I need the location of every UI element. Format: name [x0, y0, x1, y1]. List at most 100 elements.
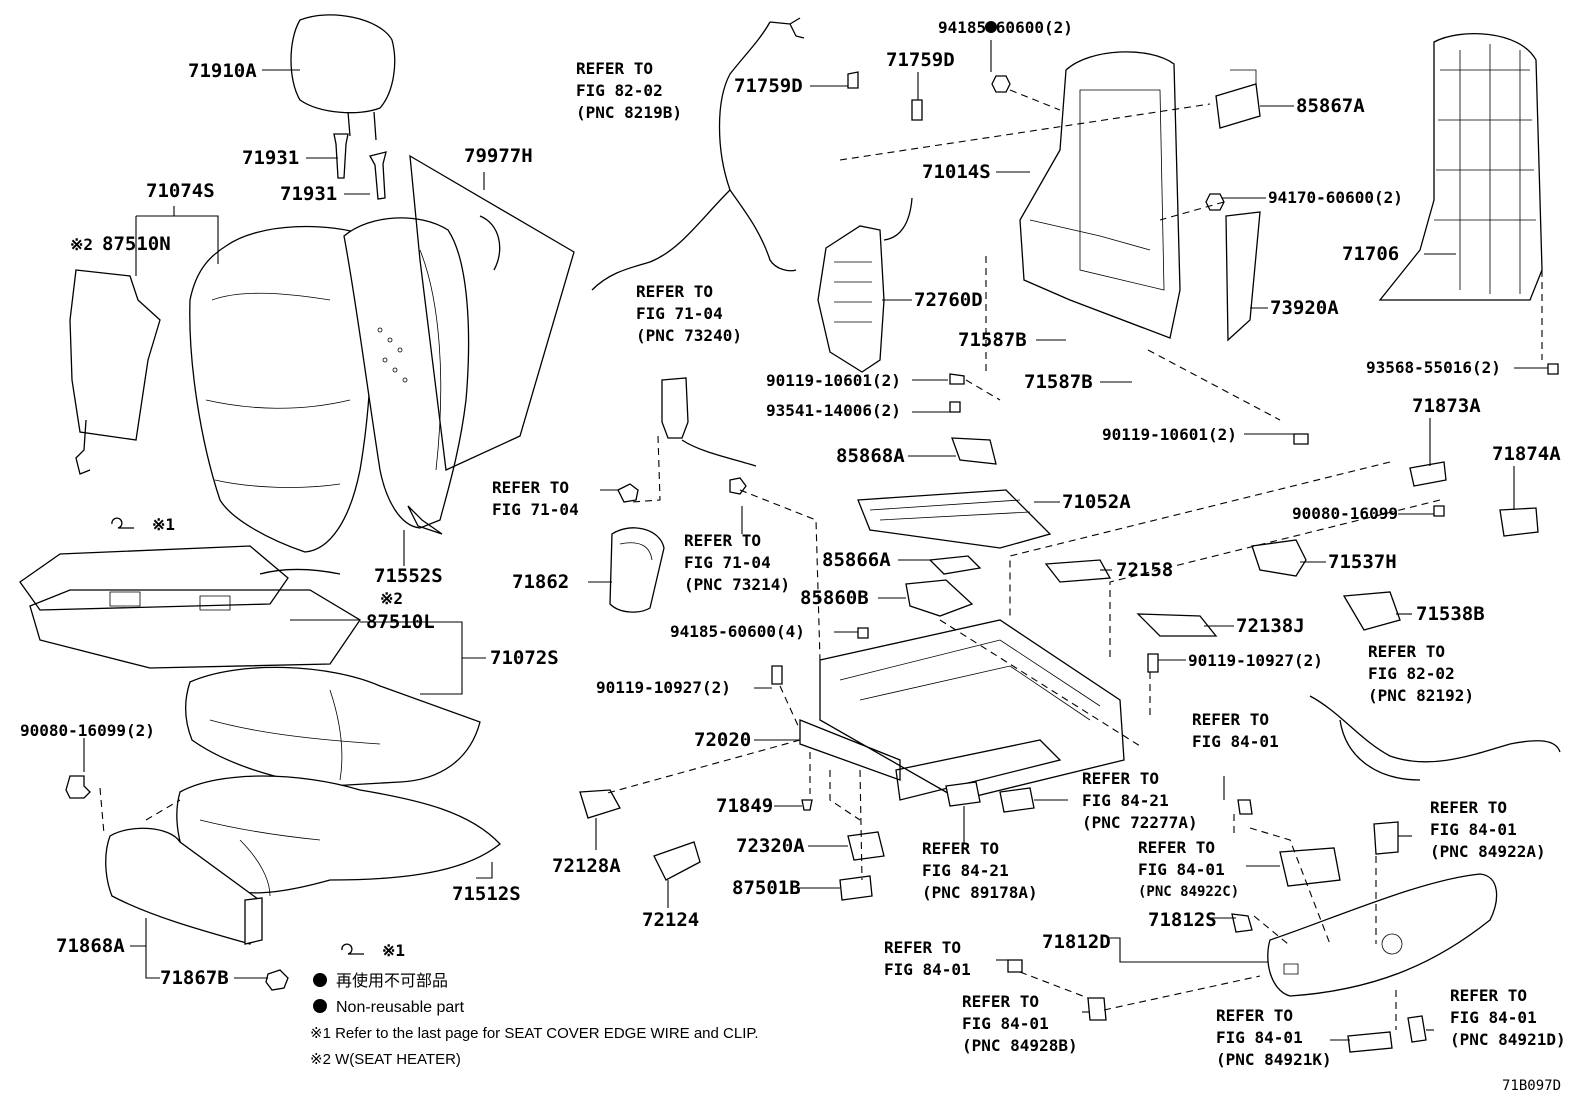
legend-note-2: ※2 W(SEAT HEATER)	[310, 1051, 461, 1068]
label-71706: 71706	[1342, 243, 1399, 265]
cover-72138j-drawing	[1136, 613, 1218, 637]
label-72760D: 72760D	[914, 289, 983, 311]
trim-72124-drawing	[653, 841, 701, 881]
label-71874A: 71874A	[1492, 443, 1561, 465]
ref-line: (PNC 84922C)	[1138, 884, 1239, 900]
clip-mark-b: ※1	[382, 941, 405, 960]
ref-line: REFER TO	[962, 992, 1039, 1011]
headrest-drawing	[290, 14, 396, 141]
ref-line: FIG 84-01	[1450, 1008, 1537, 1027]
figure-code: 71B097D	[1502, 1078, 1561, 1094]
ref-line: FIG 82-02	[576, 81, 663, 100]
ref-line: FIG 84-01	[1192, 732, 1279, 751]
ref-line: FIG 82-02	[1368, 664, 1455, 683]
label-71512S: 71512S	[452, 883, 521, 905]
ref-fig-84-01-84921k: REFER TO FIG 84-01 (PNC 84921K)	[1216, 1006, 1332, 1069]
cover-72158-drawing	[1044, 559, 1112, 583]
label-71587B-b: 71587B	[1024, 371, 1093, 393]
ref-fig-84-21-89178a: REFER TO FIG 84-21 (PNC 89178A)	[922, 839, 1038, 902]
ref-line: (PNC 89178A)	[922, 883, 1038, 902]
label-87510L: 87510L	[366, 611, 435, 633]
cover-71538b-drawing	[1342, 591, 1401, 631]
ref-fig-84-01-a: REFER TO FIG 84-01	[1192, 710, 1279, 751]
ref-line: REFER TO	[1216, 1006, 1293, 1025]
connector-drawings	[945, 781, 1253, 1021]
label-93568-55016-2: 93568-55016(2)	[1366, 358, 1501, 377]
label-85866A: 85866A	[822, 549, 891, 571]
label-72138J: 72138J	[1236, 615, 1305, 637]
label-72320A: 72320A	[736, 835, 805, 857]
ref-fig-84-01-84928b: REFER TO FIG 84-01 (PNC 84928B)	[962, 992, 1078, 1055]
ref-line: REFER TO	[1450, 986, 1527, 1005]
label-71552S-mark: ※2	[380, 589, 403, 608]
ref-line: REFER TO	[1430, 798, 1507, 817]
label-71014S: 71014S	[922, 161, 991, 183]
label-87510N: 87510N	[102, 233, 171, 255]
legend: 再使用不可部品 Non-reusable part ※1 Refer to th…	[310, 972, 759, 1068]
label-71052A: 71052A	[1062, 491, 1131, 513]
label-71074S: 71074S	[146, 180, 215, 202]
label-93541-14006-2: 93541-14006(2)	[766, 401, 901, 420]
seatbelt-buckle-drawing	[617, 377, 757, 503]
label-71910A: 71910A	[188, 60, 257, 82]
label-71867B: 71867B	[160, 967, 229, 989]
label-71537H: 71537H	[1328, 551, 1397, 573]
seat-cushion-heater-grid-drawing	[857, 489, 1052, 549]
label-71759D-a: 71759D	[734, 75, 803, 97]
label-71072S: 71072S	[490, 647, 559, 669]
side-shield-drawing	[1267, 873, 1498, 997]
label-71552S: 71552S	[374, 565, 443, 587]
ref-fig-84-01-84922c: REFER TO FIG 84-01 (PNC 84922C)	[1138, 838, 1239, 900]
ref-fig-82-02-82192: REFER TO FIG 82-02 (PNC 82192)	[1368, 642, 1474, 705]
trim-72128a-drawing	[579, 789, 621, 819]
ref-line: (PNC 73214)	[684, 575, 790, 594]
headrest-guide-drawing	[333, 133, 387, 200]
ref-fig-71-04: REFER TO FIG 71-04	[492, 478, 579, 519]
seatback-heater-drawing	[69, 269, 161, 475]
blower-fan-drawing	[905, 555, 982, 617]
legend-note-1: ※1 Refer to the last page for SEAT COVER…	[310, 1025, 759, 1042]
ref-line: REFER TO	[636, 282, 713, 301]
ref-line: REFER TO	[1138, 838, 1215, 857]
label-90080-16099-2: 90080-16099(2)	[20, 721, 155, 740]
ref-line: (PNC 82192)	[1368, 686, 1474, 705]
label-71538B: 71538B	[1416, 603, 1485, 625]
ref-fig-84-21-72277a: REFER TO FIG 84-21 (PNC 72277A)	[1082, 769, 1198, 832]
ref-line: (PNC 8219B)	[576, 103, 682, 122]
ref-line: REFER TO	[1082, 769, 1159, 788]
ref-line: FIG 84-01	[884, 960, 971, 979]
reference-notes: REFER TO FIG 82-02 (PNC 8219B) REFER TO …	[492, 59, 1566, 1069]
nonreusable-dot-icon	[313, 999, 327, 1013]
bracket-71874a-drawing	[1499, 507, 1539, 537]
ref-line: FIG 84-01	[1430, 820, 1517, 839]
label-72128A: 72128A	[552, 855, 621, 877]
label-87510N-mark: ※2	[70, 235, 93, 254]
label-72158: 72158	[1116, 559, 1173, 581]
label-72020: 72020	[694, 729, 751, 751]
label-94185-60600-2: 94185-60600(2)	[938, 18, 1073, 37]
ref-fig-71-04-73240: REFER TO FIG 71-04 (PNC 73240)	[636, 282, 742, 345]
motor-72320a-drawing	[847, 831, 885, 861]
bracket-71873a-drawing	[1409, 461, 1447, 517]
dashed-lines	[99, 89, 1543, 1030]
label-90119-10927-2a: 90119-10927(2)	[596, 678, 731, 697]
ref-line: (PNC 72277A)	[1082, 813, 1198, 832]
seatbelt-cover-drawing	[609, 527, 665, 613]
label-71759D-b: 71759D	[886, 49, 955, 71]
label-73920A: 73920A	[1270, 297, 1339, 319]
ref-line: (PNC 84921D)	[1450, 1030, 1566, 1049]
ref-fig-71-04-73214: REFER TO FIG 71-04 (PNC 73214)	[684, 531, 790, 594]
label-71812S: 71812S	[1148, 909, 1217, 931]
ref-line: FIG 84-21	[922, 861, 1009, 880]
cover-71537h-drawing	[1251, 539, 1307, 577]
ref-line: FIG 84-01	[1216, 1028, 1303, 1047]
label-71931-b: 71931	[280, 183, 337, 205]
fastener-drawings	[771, 21, 1559, 685]
screw-71849-drawing	[801, 799, 813, 811]
label-71931-a: 71931	[242, 147, 299, 169]
cushion-pad-drawing	[185, 666, 481, 787]
label-71587B-a: 71587B	[958, 329, 1027, 351]
lumbar-support-drawing	[817, 197, 913, 373]
seatback-cover-drawing	[343, 217, 470, 535]
label-71849: 71849	[716, 795, 773, 817]
